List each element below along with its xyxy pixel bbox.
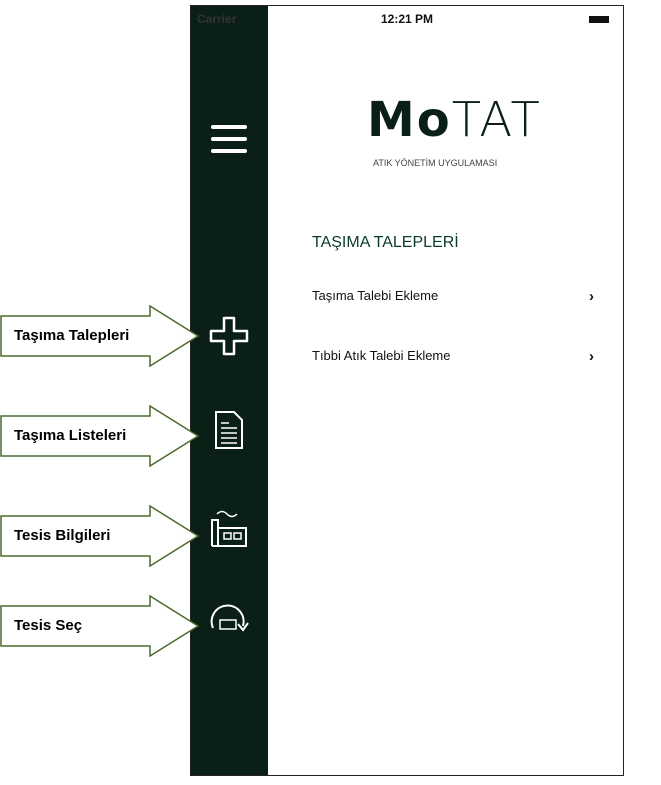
chevron-right-icon: › <box>589 288 594 305</box>
sidebar: Carrier <box>191 6 268 775</box>
callout-arrow: Taşıma Talepleri <box>0 304 200 368</box>
item-label: Tıbbi Atık Talebi Ekleme <box>312 348 451 363</box>
app-tagline: ATIK YÖNETİM UYGULAMASI <box>373 158 498 168</box>
facility-select-icon[interactable] <box>207 598 251 642</box>
factory-icon[interactable] <box>207 506 251 550</box>
item-label: Taşıma Talebi Ekleme <box>312 288 439 303</box>
menu-item-transport-request[interactable]: Taşıma Talebi Ekleme › <box>312 288 594 305</box>
section-title: TAŞIMA TALEPLERİ <box>312 234 459 251</box>
callout-arrow: Taşıma Listeleri <box>0 404 200 468</box>
phone-screen: Carrier 12:21 PM MoTAT ATIK YÖNETİM UYGU… <box>190 5 624 776</box>
carrier-label: Carrier <box>197 12 237 26</box>
document-icon[interactable] <box>207 408 251 452</box>
battery-icon <box>589 16 609 23</box>
app-logo: MoTAT <box>367 92 542 148</box>
plus-icon[interactable] <box>207 314 251 358</box>
menu-item-medical-waste-request[interactable]: Tıbbi Atık Talebi Ekleme › <box>312 348 594 365</box>
status-time: 12:21 PM <box>381 12 434 26</box>
callout-arrow: Tesis Bilgileri <box>0 504 200 568</box>
callout-arrow: Tesis Seç <box>0 594 200 658</box>
chevron-right-icon: › <box>589 348 594 365</box>
